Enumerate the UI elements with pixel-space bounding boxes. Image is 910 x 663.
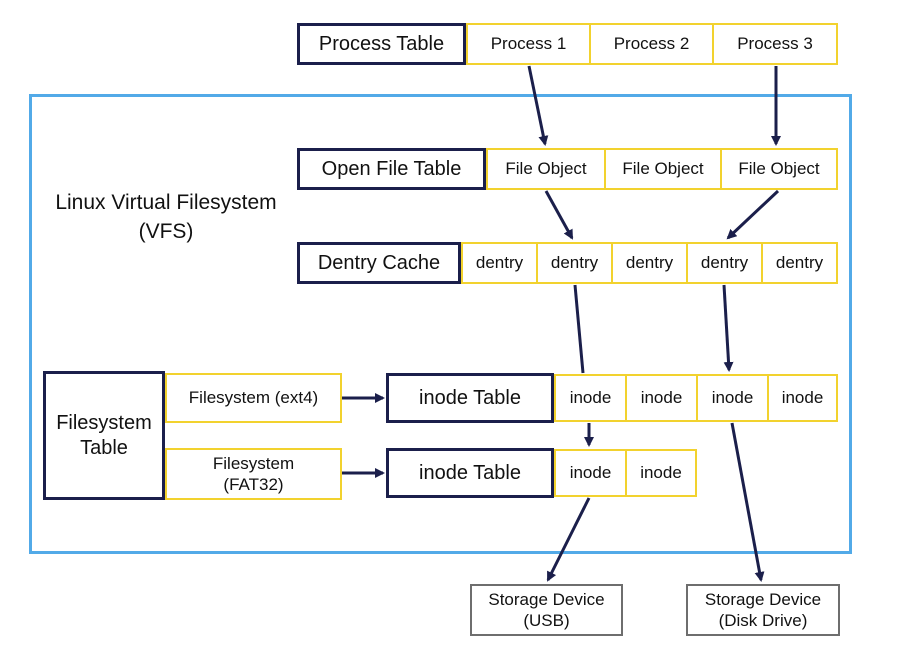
arrow-fileobject-dentry2 <box>544 190 574 240</box>
vfs-label: Linux Virtual Filesystem (VFS) <box>55 191 277 244</box>
process-entry-3: Process 3 <box>712 23 838 65</box>
arrow-fileobject-dentry4 <box>726 189 780 240</box>
file-object-3: File Object <box>720 148 838 190</box>
dentry-entry-3: dentry <box>611 242 688 284</box>
inode-table-2-label: inode Table <box>386 448 554 498</box>
dentry-entry-4: dentry <box>686 242 763 284</box>
inode-2-entry-1: inode <box>554 449 627 497</box>
inode-1-entry-4: inode <box>767 374 838 422</box>
file-object-2: File Object <box>604 148 722 190</box>
process-entry-1: Process 1 <box>466 23 591 65</box>
arrow-inode-usb <box>546 497 591 582</box>
file-object-1: File Object <box>486 148 606 190</box>
dentry-entry-5: dentry <box>761 242 838 284</box>
arrow-dentry4-inode <box>722 284 734 372</box>
process-entry-2: Process 2 <box>589 23 714 65</box>
open-file-table-label: Open File Table <box>297 148 486 190</box>
process-table-label: Process Table <box>297 23 466 65</box>
inode-2-entry-2: inode <box>625 449 697 497</box>
storage-device-usb: Storage Device (USB) <box>470 584 623 636</box>
dentry-cache-label: Dentry Cache <box>297 242 461 284</box>
inode-table-1-label: inode Table <box>386 373 554 423</box>
inode-1-entry-2: inode <box>625 374 698 422</box>
dentry-entry-1: dentry <box>461 242 538 284</box>
storage-device-disk: Storage Device (Disk Drive) <box>686 584 840 636</box>
inode-1-entry-1: inode <box>554 374 627 422</box>
filesystem-table-label: Filesystem Table <box>43 371 165 500</box>
filesystem-fat32: Filesystem (FAT32) <box>165 448 342 500</box>
inode-1-entry-3: inode <box>696 374 769 422</box>
filesystem-ext4: Filesystem (ext4) <box>165 373 342 423</box>
arrow-inode-disk <box>730 422 765 582</box>
vfs-container <box>29 94 852 554</box>
arrow-dentry2-inode <box>573 284 585 374</box>
arrow-process1-fileobject <box>527 65 549 146</box>
